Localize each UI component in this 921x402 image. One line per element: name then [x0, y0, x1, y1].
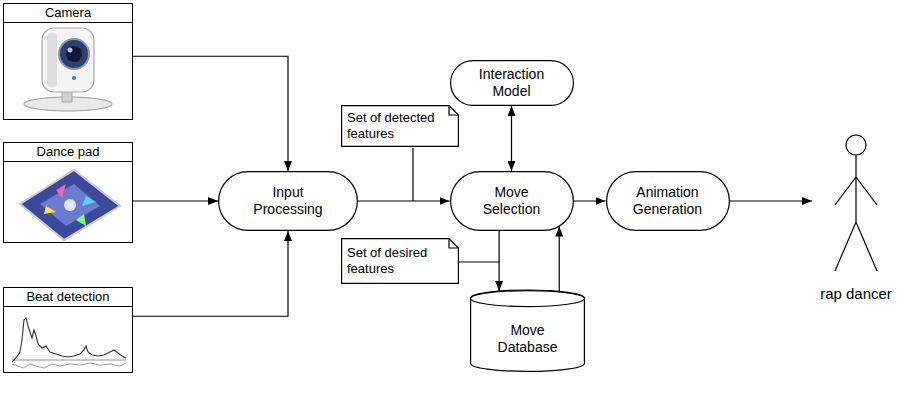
note-box: Set of desired features [341, 238, 459, 284]
process-box: Input Processing [218, 171, 358, 231]
waveform-picture [12, 318, 126, 368]
node-label: Animation Generation [628, 184, 708, 218]
text-block: Set of desired features [341, 245, 443, 276]
actor-figure: rap dancer [812, 125, 900, 313]
database-cylinder: Move Database [470, 290, 585, 372]
box-header: Dance pad [4, 143, 132, 162]
note-box: Set of detected features [341, 105, 459, 147]
input-device-box: Dance pad [3, 142, 133, 243]
arrow-connector [133, 200, 218, 201]
arrow-connector [133, 56, 288, 171]
text-block: Animation Generation [628, 184, 708, 218]
arrow-connector [499, 231, 500, 291]
process-box: Animation Generation [606, 171, 730, 231]
node-label: Set of desired features [347, 245, 443, 276]
arrow-connector [358, 200, 450, 201]
arrow-connector [133, 231, 288, 316]
input-device-box: Camera [3, 3, 133, 120]
text-block: rap dancer [820, 285, 892, 303]
note-leader [412, 148, 413, 201]
arrow-connector [559, 227, 560, 292]
node-label: Interaction Model [472, 66, 552, 100]
text-block: Set of detected features [341, 110, 443, 141]
text-block: Move Database [490, 322, 566, 356]
camera-picture [24, 28, 112, 111]
text-block: Camera [45, 6, 91, 20]
box-header: Beat detection [4, 288, 132, 307]
node-label: Move Selection [472, 184, 552, 218]
node-label: Set of detected features [347, 110, 443, 141]
arrow-connector [574, 200, 606, 201]
box-header: Camera [4, 4, 132, 23]
node-label: Camera [45, 6, 91, 20]
text-block: Dance pad [37, 145, 100, 159]
input-device-box: Beat detection [3, 287, 133, 373]
text-block: Move Selection [472, 184, 552, 218]
dance-pad-picture [20, 170, 120, 240]
text-block: Input Processing [248, 184, 328, 218]
process-box: Interaction Model [450, 60, 574, 106]
node-label: Beat detection [26, 290, 109, 304]
node-label: Dance pad [37, 145, 100, 159]
process-box: Move Selection [450, 171, 574, 231]
stick-figure [816, 125, 896, 285]
arrow-connector [730, 200, 813, 201]
arrow-connector [511, 106, 512, 171]
node-label: Move Database [490, 322, 566, 356]
text-block: Interaction Model [472, 66, 552, 100]
text-block: Beat detection [26, 290, 109, 304]
node-label: rap dancer [820, 285, 892, 303]
note-leader [456, 261, 500, 262]
node-label: Input Processing [248, 184, 328, 218]
